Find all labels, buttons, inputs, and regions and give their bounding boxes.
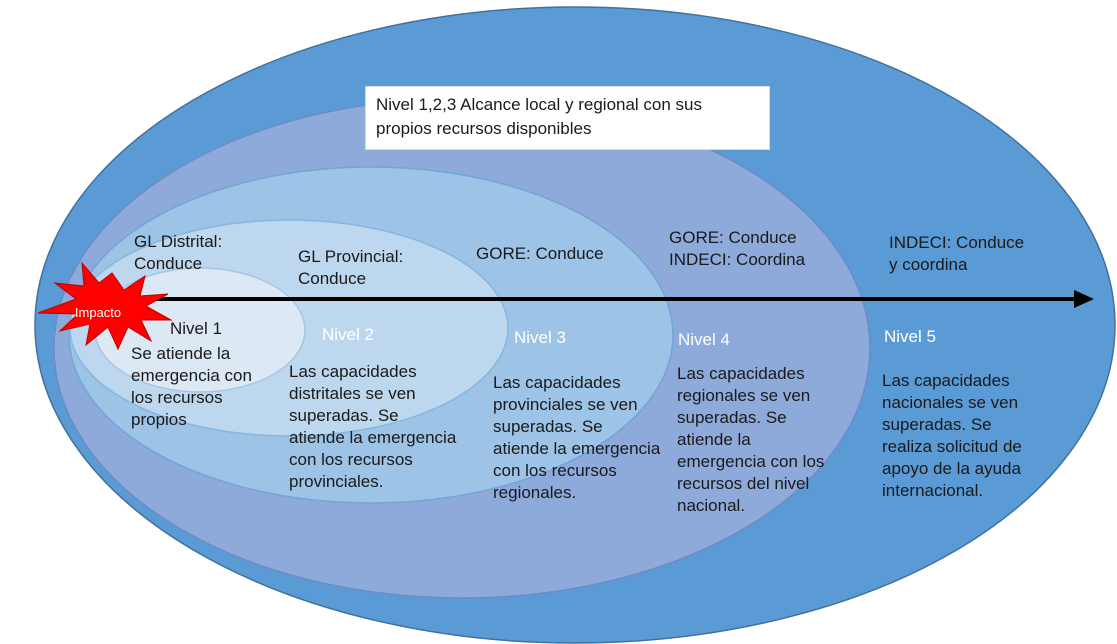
level-1-name: Nivel 1 bbox=[170, 319, 222, 338]
level-2-conduct: GL Provincial: Conduce bbox=[298, 247, 404, 288]
level-1-description: Se atiende la emergencia con los recurso… bbox=[131, 344, 252, 429]
level-3-description: Las capacidades provinciales se ven supe… bbox=[493, 373, 661, 502]
impact-burst-icon bbox=[37, 261, 173, 351]
level-2-description: Las capacidades distritales se ven super… bbox=[289, 362, 457, 491]
level-4-name: Nivel 4 bbox=[678, 330, 730, 349]
level-3-name: Nivel 3 bbox=[514, 328, 566, 347]
level-2-name: Nivel 2 bbox=[322, 325, 374, 344]
impact-label: Impacto bbox=[75, 305, 121, 320]
level-4-conduct: GORE: Conduce INDECI: Coordina bbox=[669, 228, 806, 269]
level-1-conduct: GL Distrital: Conduce bbox=[134, 232, 223, 273]
level-3-conduct: GORE: Conduce bbox=[476, 244, 604, 263]
progression-arrow-head bbox=[1074, 290, 1094, 308]
level-5-description: Las capacidades nacionales se ven supera… bbox=[882, 371, 1022, 500]
level-5-conduct: INDECI: Conduce y coordina bbox=[889, 233, 1025, 274]
level-4-description: Las capacidades regionales se ven supera… bbox=[677, 364, 825, 515]
level-5-name: Nivel 5 bbox=[884, 327, 936, 346]
callout-box: Nivel 1,2,3 Alcance local y regional con… bbox=[365, 86, 770, 150]
